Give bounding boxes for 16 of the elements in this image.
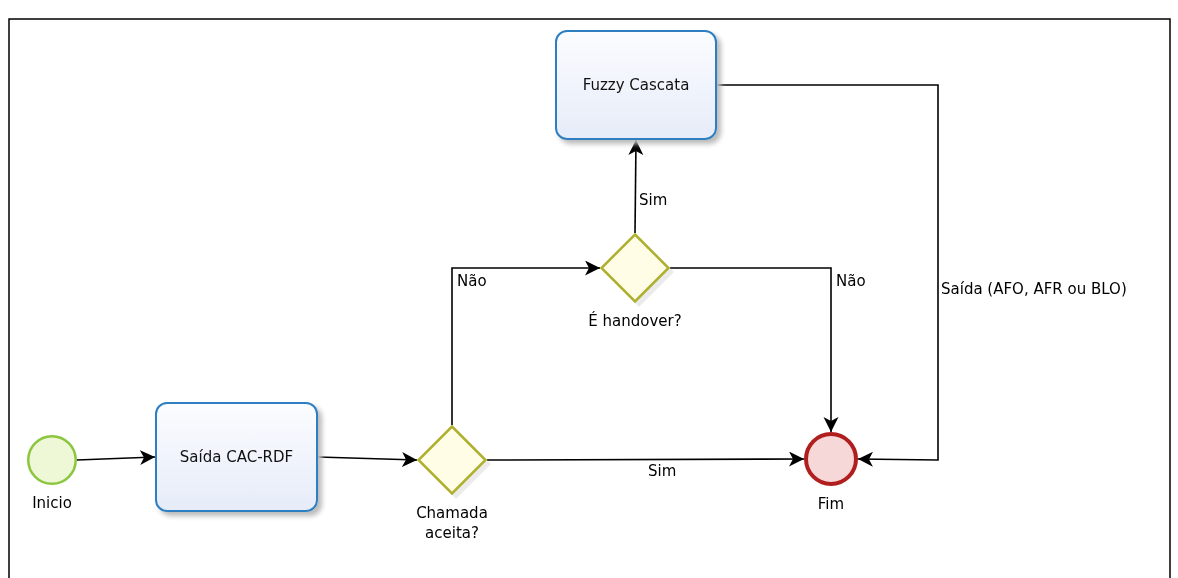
arrow: [76, 450, 156, 466]
node-label: Inicio: [31, 493, 73, 513]
arrow: [716, 84, 939, 467]
arrow: [451, 260, 601, 426]
node-label: Chamada aceita?: [415, 503, 489, 543]
arrow: [669, 267, 839, 433]
edge-label: Saída (AFO, AFR ou BLO): [940, 280, 1128, 298]
node-label: Fim: [816, 494, 846, 514]
process-box: [155, 402, 318, 512]
arrow: [317, 452, 418, 468]
node-label: É handover?: [587, 311, 683, 331]
process-box: [555, 30, 717, 140]
process-label: Saída CAC-RDF: [179, 448, 294, 466]
process-label: Fuzzy Cascata: [582, 76, 690, 94]
arrow: [628, 139, 644, 234]
arrow: [486, 451, 805, 467]
